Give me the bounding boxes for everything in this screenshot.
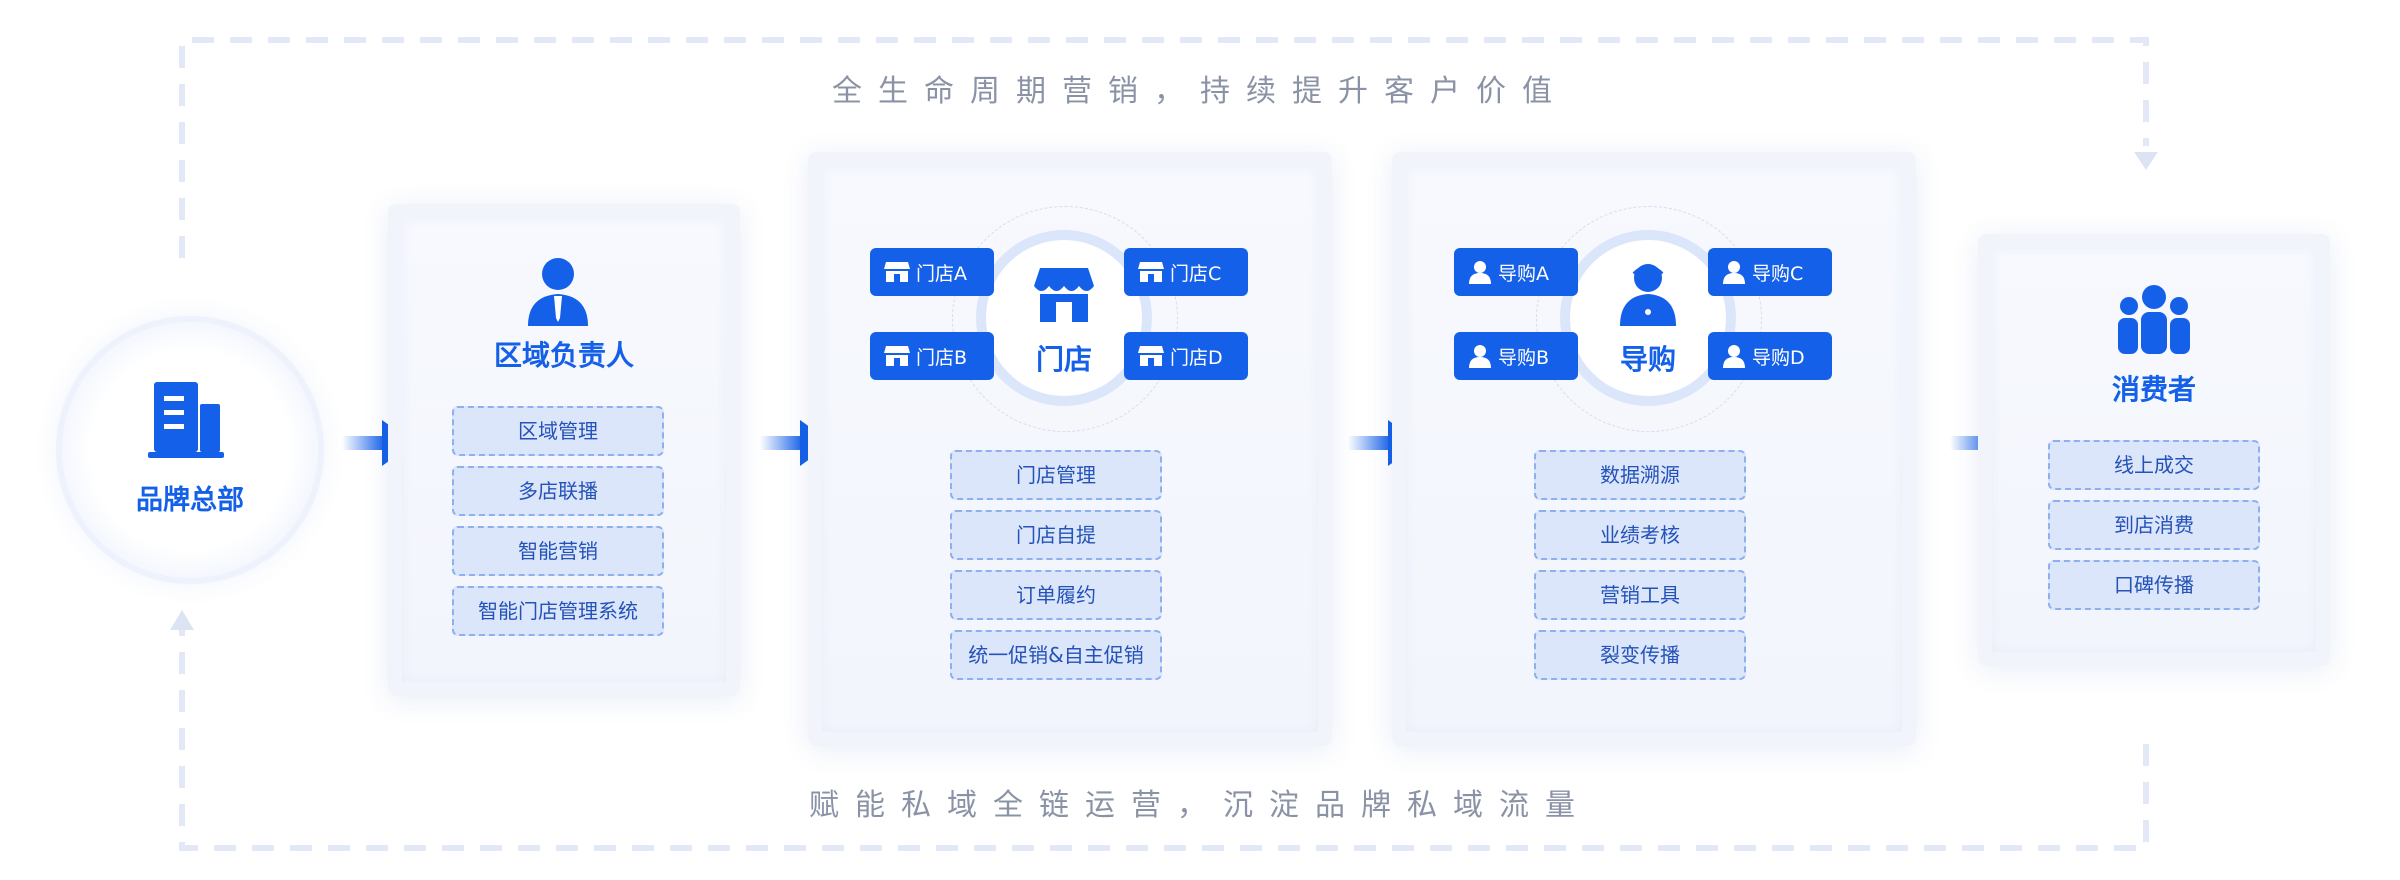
badge-label: 导购D [1752, 346, 1805, 369]
manager-icon [528, 258, 588, 326]
chip: 多店联播 [452, 466, 664, 516]
person-icon [1723, 261, 1745, 284]
guide-badge: 导购B [1454, 332, 1578, 380]
loop-path [179, 37, 2149, 258]
brand-hq-node: 品牌总部 [62, 322, 318, 578]
chip: 门店管理 [950, 450, 1162, 500]
chip: 订单履约 [950, 570, 1162, 620]
chip: 营销工具 [1534, 570, 1746, 620]
badge-label: 导购C [1752, 262, 1804, 285]
hq-label: 品牌总部 [136, 485, 244, 516]
hub-ring-outer [952, 206, 1178, 432]
loop-path-bottom [179, 628, 2149, 851]
badge-label: 导购B [1498, 346, 1550, 369]
top-caption: 全生命周期营销，持续提升客户价值 [832, 74, 1568, 109]
store-icon [1138, 346, 1164, 366]
stores-title: 门店 [1035, 343, 1092, 376]
store-icon [884, 262, 910, 282]
chip: 智能门店管理系统 [452, 586, 664, 636]
chip: 口碑传播 [2048, 560, 2260, 610]
chip: 统一促销&自主促销 [950, 630, 1162, 680]
person-icon [1469, 261, 1491, 284]
consumers-chip-list: 线上成交 到店消费 口碑传播 [2048, 440, 2260, 620]
guide-icon [1620, 264, 1676, 326]
store-badge: 门店D [1124, 332, 1248, 380]
chip: 门店自提 [950, 510, 1162, 560]
guides-chip-list: 数据溯源 业绩考核 营销工具 裂变传播 [1534, 450, 1746, 690]
person-icon [1469, 345, 1491, 368]
chip: 到店消费 [2048, 500, 2260, 550]
person-icon [1723, 345, 1745, 368]
badge-label: 门店C [1170, 262, 1222, 285]
chip: 裂变传播 [1534, 630, 1746, 680]
guides-title: 导购 [1619, 343, 1676, 376]
chip: 数据溯源 [1534, 450, 1746, 500]
badge-label: 门店B [916, 346, 968, 369]
regional-title: 区域负责人 [493, 339, 634, 372]
bottom-caption: 赋能私域全链运营，沉淀品牌私域流量 [809, 788, 1591, 823]
store-icon [884, 346, 910, 366]
chip: 业绩考核 [1534, 510, 1746, 560]
chip: 区域管理 [452, 406, 664, 456]
hub-ring-outer [1536, 206, 1762, 432]
store-icon [1138, 262, 1164, 282]
badge-label: 门店A [916, 262, 967, 285]
store-badge: 门店C [1124, 248, 1248, 296]
building-icon [148, 382, 224, 458]
guide-badge: 导购D [1708, 332, 1832, 380]
guide-badge: 导购A [1454, 248, 1578, 296]
loop-arrow-up-icon [170, 610, 194, 630]
guide-badge: 导购C [1708, 248, 1832, 296]
stores-chip-list: 门店管理 门店自提 订单履约 统一促销&自主促销 [950, 450, 1162, 690]
store-icon [1034, 268, 1094, 322]
consumers-title: 消费者 [2111, 373, 2196, 406]
badge-label: 导购A [1498, 262, 1549, 285]
badge-label: 门店D [1170, 346, 1223, 369]
group-icon [2118, 285, 2190, 354]
chip: 智能营销 [452, 526, 664, 576]
store-badge: 门店A [870, 248, 994, 296]
chip: 线上成交 [2048, 440, 2260, 490]
loop-arrow-down-icon [2134, 152, 2158, 170]
store-badge: 门店B [870, 332, 994, 380]
regional-chip-list: 区域管理 多店联播 智能营销 智能门店管理系统 [452, 406, 664, 646]
